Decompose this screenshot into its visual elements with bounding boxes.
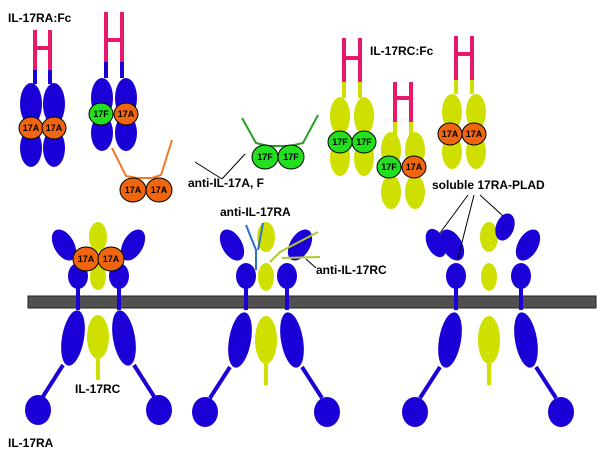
il17f-cytokine: 17F (278, 145, 304, 169)
svg-text:17F: 17F (332, 137, 348, 147)
il17a-cytokine: 17A (120, 178, 146, 202)
il17ra-fc-construct-1: 17A 17A (19, 30, 66, 167)
anti-il17af-antibody-2: 17F 17F (242, 115, 318, 169)
svg-text:17A: 17A (442, 129, 459, 139)
svg-text:17F: 17F (381, 162, 397, 172)
il17f-cytokine: 17F (89, 103, 113, 125)
il17a-cytokine: 17A (462, 123, 486, 145)
anti-il17af-label: anti-IL-17A, F (188, 176, 264, 190)
il17f-cytokine: 17F (377, 156, 401, 178)
il17ra-fc-construct-2: 17F 17A (89, 12, 138, 151)
il17a-cytokine: 17A (114, 103, 138, 125)
svg-text:17A: 17A (466, 129, 483, 139)
svg-text:17A: 17A (78, 254, 95, 264)
il17rc-fc-construct-2: 17F 17A (377, 82, 426, 209)
svg-text:17F: 17F (93, 109, 109, 119)
anti-il17af-antibody-1: 17A 17A (112, 140, 172, 202)
il17rc-fc-construct-3: 17A 17A (438, 36, 486, 169)
pointer-line (458, 195, 474, 258)
il17ra-label: IL-17RA (8, 436, 54, 450)
anti-il17rc-label: anti-IL-17RC (316, 263, 387, 277)
pointer-line (440, 195, 468, 233)
il17ra-fc-label: IL-17RA:Fc (8, 11, 72, 25)
svg-text:17F: 17F (257, 152, 273, 162)
il17f-cytokine: 17F (352, 131, 376, 153)
svg-text:17A: 17A (125, 185, 142, 195)
il17a-cytokine: 17A (19, 117, 43, 139)
il17a-cytokine: 17A (402, 156, 426, 178)
il17a-cytokine: 17A (73, 247, 99, 271)
il17rc-label: IL-17RC (75, 382, 121, 396)
receptor-complex-3 (402, 211, 574, 427)
il17a-cytokine: 17A (438, 123, 462, 145)
il17f-cytokine: 17F (252, 145, 278, 169)
svg-text:17A: 17A (406, 162, 423, 172)
il17a-cytokine: 17A (42, 117, 66, 139)
il17f-cytokine: 17F (328, 131, 352, 153)
svg-text:17A: 17A (151, 185, 168, 195)
il17a-cytokine: 17A (98, 247, 124, 271)
cell-membrane (28, 296, 596, 308)
soluble-plad-label: soluble 17RA-PLAD (432, 178, 545, 192)
anti-il17ra-label: anti-IL-17RA (220, 205, 291, 219)
svg-text:17A: 17A (46, 123, 63, 133)
il17a-cytokine: 17A (146, 178, 172, 202)
il17rc-fc-construct-1: 17F 17F (328, 38, 376, 176)
svg-text:17A: 17A (103, 254, 120, 264)
svg-text:17A: 17A (118, 109, 135, 119)
svg-text:17A: 17A (23, 123, 40, 133)
svg-text:17F: 17F (283, 152, 299, 162)
svg-text:17F: 17F (356, 137, 372, 147)
receptor-complex-2 (192, 222, 340, 427)
pointer-line (306, 259, 316, 268)
pointer-line (480, 195, 503, 216)
il17rc-fc-label: IL-17RC:Fc (370, 44, 434, 58)
